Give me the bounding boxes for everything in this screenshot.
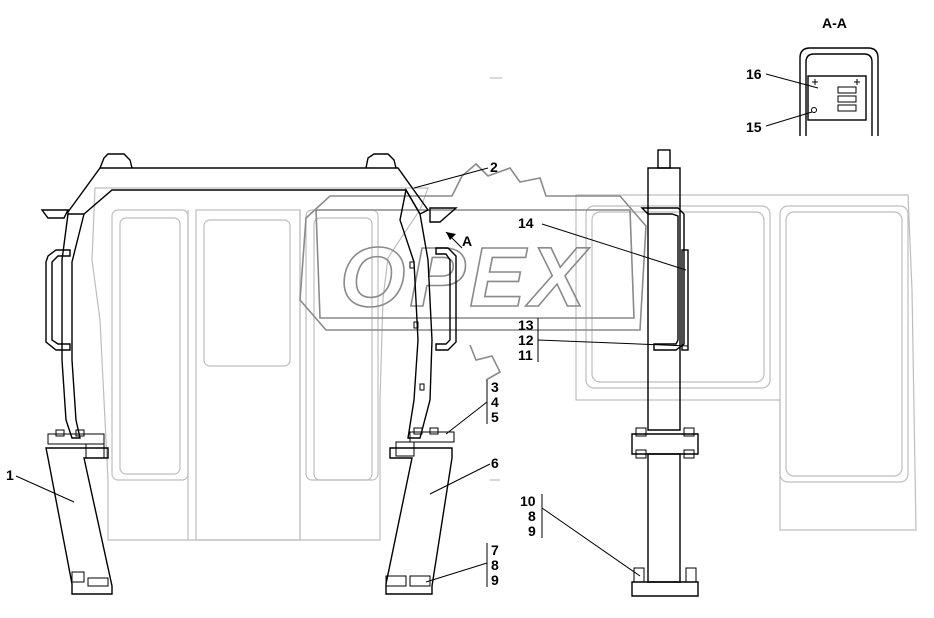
callout-stack-10-8-9: 10 8 9	[520, 493, 641, 577]
callout-4: 4	[491, 394, 499, 410]
callout-14: 14	[518, 215, 534, 231]
callout-12: 12	[518, 332, 534, 348]
callout-9: 9	[491, 572, 499, 588]
section-arrow: A	[445, 231, 472, 249]
callout-stack-13-12-11: 13 12 11	[518, 317, 689, 363]
callout-5: 5	[491, 409, 499, 425]
opex-watermark: OPEX	[299, 162, 647, 381]
callout-1: 1	[6, 467, 14, 483]
callout-13: 13	[518, 317, 534, 333]
cab-side-ghost	[490, 77, 917, 531]
callout-16: 16	[746, 66, 762, 82]
callout-7: 7	[491, 542, 499, 558]
view-marker-label: A	[462, 233, 472, 249]
cab-outline-ghost	[91, 187, 429, 541]
callout-10: 10	[520, 493, 536, 509]
callout-9b: 9	[528, 523, 536, 539]
section-title: A-A	[822, 15, 847, 31]
callout-stack-7-8-9: 7 8 9	[425, 542, 499, 588]
watermark-text: OPEX	[340, 230, 590, 324]
rops-front-frame	[40, 153, 458, 595]
callout-2: 2	[490, 159, 498, 175]
callouts: A-A 16 15 2 14 13 12 11 3 4 5 1	[6, 15, 847, 588]
callout-11: 11	[518, 347, 533, 363]
rops-side-column	[631, 149, 699, 597]
callout-15: 15	[746, 119, 762, 135]
callout-8: 8	[491, 557, 499, 573]
callout-3: 3	[491, 379, 499, 395]
callout-stack-3-4-5: 3 4 5	[445, 379, 499, 435]
callout-8b: 8	[528, 508, 536, 524]
callout-6: 6	[491, 455, 499, 471]
section-aa-detail	[799, 47, 879, 136]
